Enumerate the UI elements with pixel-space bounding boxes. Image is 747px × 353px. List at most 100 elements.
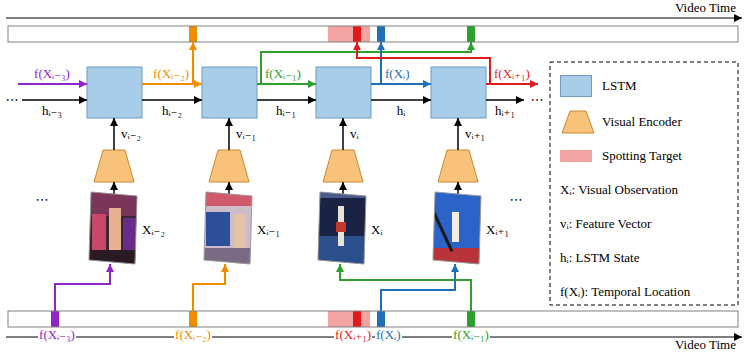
location-label: f(Xᵢ) xyxy=(385,67,410,81)
legend-frame xyxy=(550,62,738,305)
video-timeline-bar xyxy=(189,311,197,327)
video-frame xyxy=(85,250,141,268)
video-frame xyxy=(318,192,366,264)
video-frame xyxy=(204,192,252,264)
video-timeline-bar xyxy=(377,311,385,327)
feature-arrow xyxy=(113,118,115,150)
location-arrow xyxy=(18,83,87,85)
state-arrow xyxy=(257,99,316,101)
state-label: hᵢ₋₃ xyxy=(42,104,62,118)
ellipsis: ⋯ xyxy=(36,193,49,207)
video-frame xyxy=(206,212,230,246)
location-label: f(Xᵢ₋₂) xyxy=(153,67,189,81)
lstm-cell xyxy=(87,67,486,118)
location-label: f(Xᵢ₊₁) xyxy=(494,67,530,81)
lstm-cell xyxy=(87,67,142,118)
feature-label: vᵢ xyxy=(350,127,359,141)
location-arrow xyxy=(257,83,316,85)
location-arrow xyxy=(18,42,538,311)
feature-arrow xyxy=(114,118,458,194)
video-frame xyxy=(433,192,481,264)
visual-encoder xyxy=(323,150,363,182)
visual-encoder xyxy=(209,150,249,182)
location-arrow xyxy=(357,42,490,84)
video-timeline-bar xyxy=(8,26,738,42)
observation-label: Xᵢ xyxy=(371,223,383,237)
legend-text: Xᵢ: Visual Observation xyxy=(560,183,678,197)
feature-arrow xyxy=(457,118,459,150)
legend-text: Spotting Target xyxy=(602,149,682,163)
video-timeline-bar xyxy=(353,311,361,327)
video-timeline-bar xyxy=(8,26,738,327)
video-timeline-bar xyxy=(377,26,385,42)
video-frame xyxy=(429,188,485,268)
location-label: f(Xᵢ₋₂) xyxy=(174,328,212,342)
video-frame xyxy=(314,188,370,268)
legend-frame xyxy=(562,111,594,133)
video-timeline-bar xyxy=(353,26,361,42)
video-timeline-bar xyxy=(51,311,59,327)
location-arrow xyxy=(55,264,110,311)
video-timeline-bar xyxy=(8,26,738,42)
axis-label: Video Time xyxy=(675,1,736,15)
video-frame xyxy=(452,212,459,242)
feature-arrow xyxy=(228,182,230,194)
video-frame xyxy=(200,188,256,268)
video-frame xyxy=(89,192,137,264)
feature-arrow xyxy=(342,182,344,194)
feature-label: vᵢ₋₁ xyxy=(236,127,256,141)
location-label: f(Xᵢ₋₁) xyxy=(452,328,490,342)
video-frame xyxy=(429,248,485,268)
location-label: f(Xᵢ₋₃) xyxy=(34,67,70,81)
location-arrow xyxy=(380,42,382,84)
ellipsis: ⋯ xyxy=(6,93,19,107)
time-axis xyxy=(6,17,742,18)
feature-arrow xyxy=(113,182,115,194)
location-label: f(Xᵢ₋₃) xyxy=(38,328,76,342)
video-frame xyxy=(429,188,485,268)
video-frame xyxy=(85,188,485,268)
video-frame xyxy=(336,222,346,232)
legend-text: vᵢ: Feature Vector xyxy=(560,217,651,231)
video-timeline-bar xyxy=(467,311,475,327)
location-label: f(Xᵢ₋₁) xyxy=(265,67,301,81)
state-arrow xyxy=(142,99,202,101)
video-frame xyxy=(200,188,256,206)
location-arrow xyxy=(381,264,455,311)
state-arrow xyxy=(371,99,431,101)
lstm-cell xyxy=(202,67,257,118)
lstm-cell xyxy=(316,67,371,118)
legend-swatch xyxy=(560,75,592,97)
legend-frame xyxy=(550,62,738,305)
state-label: hᵢ₋₂ xyxy=(162,104,182,118)
legend-text: LSTM xyxy=(602,79,637,93)
time-axis xyxy=(6,336,742,337)
state-label: hᵢ₋₁ xyxy=(276,104,296,118)
legend-swatch xyxy=(560,150,592,162)
state-label: hᵢ₊₁ xyxy=(495,104,515,118)
visual-encoder xyxy=(438,150,478,182)
location-arrow xyxy=(486,83,538,85)
video-frame xyxy=(314,188,370,198)
feature-arrow xyxy=(228,118,230,150)
state-arrow xyxy=(486,99,524,101)
location-arrow xyxy=(261,42,471,84)
location-label: f(Xᵢ) xyxy=(375,328,402,342)
feature-label: vᵢ₊₁ xyxy=(465,127,485,141)
legend-text: hᵢ: LSTM State xyxy=(560,251,639,265)
video-timeline-bar xyxy=(467,26,475,42)
lstm-cell xyxy=(431,67,486,118)
video-frame xyxy=(85,188,141,268)
axis-label: Video Time xyxy=(675,338,736,352)
state-arrow xyxy=(22,99,87,101)
legend-text: f(Xᵢ): Temporal Location xyxy=(560,285,690,299)
legend-text: Visual Encoder xyxy=(602,115,682,129)
observation-label: Xᵢ₋₂ xyxy=(142,223,165,237)
feature-arrow xyxy=(342,118,344,150)
video-timeline-bar xyxy=(8,311,738,327)
video-frame xyxy=(200,248,256,268)
video-timeline-bar xyxy=(328,26,370,42)
time-axis xyxy=(6,18,742,337)
